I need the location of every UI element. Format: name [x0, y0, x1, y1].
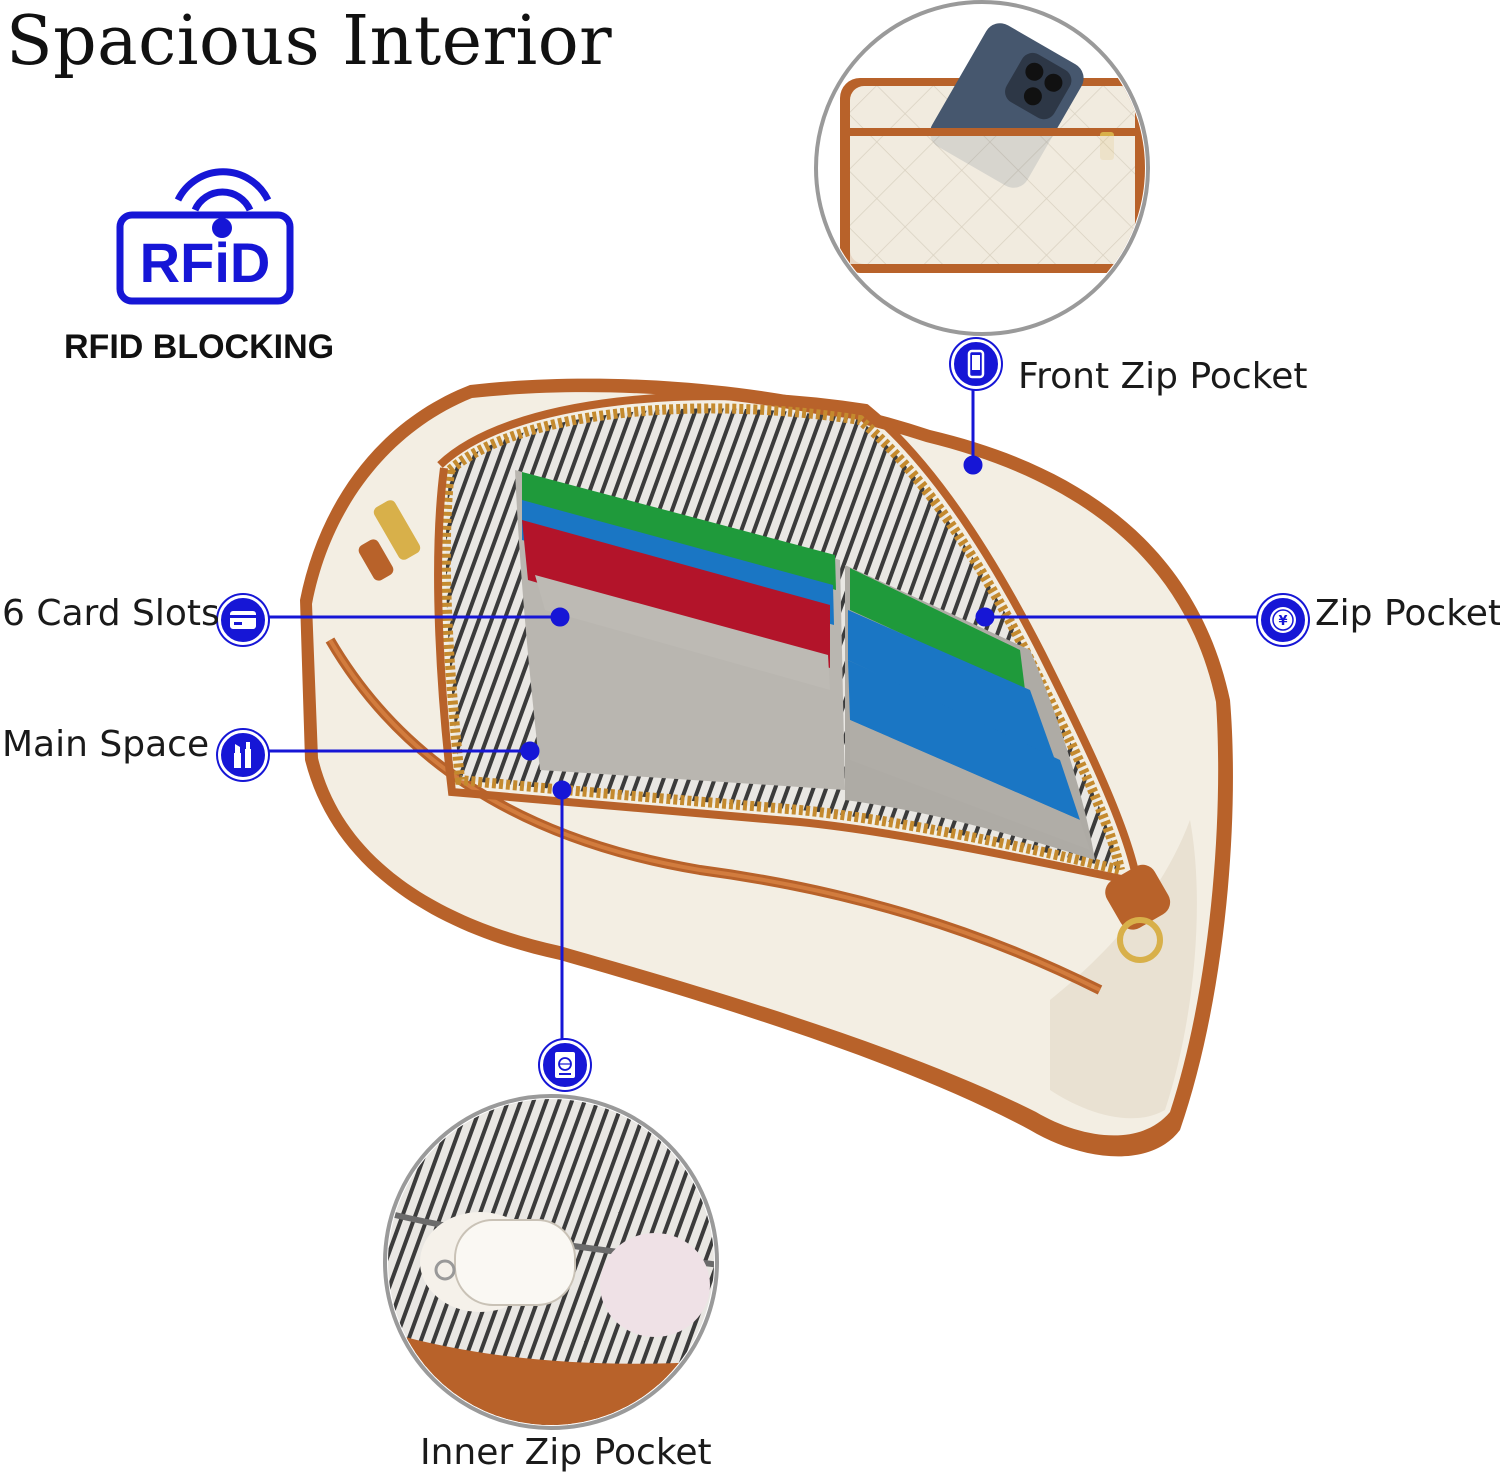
passport-icon: [540, 1040, 590, 1090]
svg-text:¥: ¥: [1278, 614, 1287, 629]
zipper-pull: [358, 500, 421, 581]
phone-icon: [951, 339, 1001, 389]
yen-coin-icon: ¥: [1258, 595, 1308, 645]
rfid-icon: RFiD: [116, 168, 294, 305]
card-slots-label: 6 Card Slots: [2, 593, 220, 634]
bag-interior: [434, 392, 1140, 886]
rfid-logo-text: RFiD: [140, 231, 271, 294]
callout-connectors: [262, 384, 1258, 1040]
lipstick-icon: [218, 730, 268, 780]
zip-pocket-label: Zip Pocket: [1315, 593, 1500, 634]
credit-card-icon: [218, 595, 268, 645]
strap-ring: [1105, 864, 1171, 963]
front-zip-pocket-label: Front Zip Pocket: [1018, 356, 1308, 397]
page-title: Spacious Interior: [6, 2, 613, 81]
main-space-label: Main Space: [2, 724, 210, 765]
front-pocket-detail: [814, 0, 1150, 336]
inner-pocket-detail: [383, 1094, 719, 1430]
inner-zip-pocket-label: Inner Zip Pocket: [420, 1432, 712, 1473]
rfid-blocking-label: RFID BLOCKING: [64, 328, 335, 366]
